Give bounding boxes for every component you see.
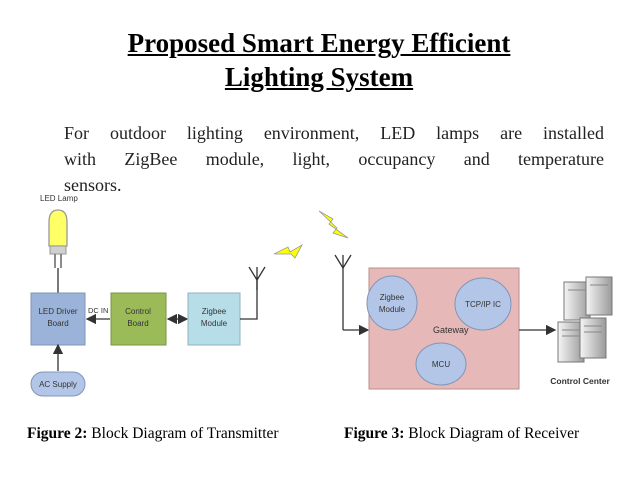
figure-2-text: Block Diagram of Transmitter	[87, 425, 279, 442]
transmitter-diagram: LED Lamp LED Driver Board DC IN Control …	[30, 194, 304, 397]
description-line-2: with ZigBee module, light, occupancy and…	[64, 149, 604, 169]
lightning-icon-receiver	[318, 210, 349, 239]
control-board-label-1: Control	[125, 307, 151, 316]
control-center-label: Control Center	[550, 376, 610, 386]
page-title-line-1: Proposed Smart Energy Efficient	[127, 28, 511, 58]
zigbee-module-transmitter: Zigbee Module	[187, 292, 241, 346]
server-icon	[557, 276, 613, 363]
antenna-icon-receiver	[334, 254, 352, 330]
figure-3-caption: Figure 3: Block Diagram of Receiver	[344, 425, 579, 443]
zigbee-tx-label-2: Module	[201, 319, 228, 328]
led-driver-board: LED Driver Board	[30, 292, 86, 346]
led-driver-label-2: Board	[47, 319, 68, 328]
control-board: Control Board	[110, 292, 167, 346]
led-lamp-label: LED Lamp	[40, 194, 78, 203]
mcu-label: MCU	[432, 360, 450, 369]
gateway-label: Gateway	[433, 325, 469, 335]
antenna-icon-transmitter	[248, 266, 266, 290]
lightning-icon-transmitter	[273, 243, 304, 259]
led-driver-label-1: LED Driver	[38, 307, 77, 316]
led-lamp-icon	[48, 209, 68, 268]
figure-3-text: Block Diagram of Receiver	[404, 425, 580, 442]
tcpip-label: TCP/IP IC	[465, 300, 501, 309]
receiver-diagram: Gateway Zigbee Module TCP/IP IC MCU	[318, 210, 613, 390]
zigbee-module-receiver: Zigbee Module	[366, 275, 418, 331]
page-title-line-2: Lighting System	[224, 62, 414, 92]
description-line-1: For outdoor lighting environment, LED la…	[64, 123, 604, 143]
description-line-3: sensors.	[64, 175, 122, 195]
figure-2-label: Figure 2:	[27, 425, 88, 442]
zigbee-tx-label-1: Zigbee	[202, 307, 227, 316]
zigbee-rx-label-1: Zigbee	[380, 293, 405, 302]
mcu: MCU	[415, 342, 467, 386]
ac-supply-label: AC Supply	[39, 380, 77, 389]
tx-antenna-feed	[240, 277, 258, 320]
description: For outdoor lighting environment, LED la…	[64, 120, 604, 198]
figure-3-label: Figure 3:	[344, 425, 405, 442]
figure-2-caption: Figure 2: Block Diagram of Transmitter	[27, 425, 279, 443]
ac-supply: AC Supply	[30, 371, 86, 397]
tcpip-ic: TCP/IP IC	[454, 277, 512, 331]
zigbee-rx-label-2: Module	[379, 305, 406, 314]
dc-in-label: DC IN	[88, 306, 108, 315]
control-board-label-2: Board	[127, 319, 148, 328]
